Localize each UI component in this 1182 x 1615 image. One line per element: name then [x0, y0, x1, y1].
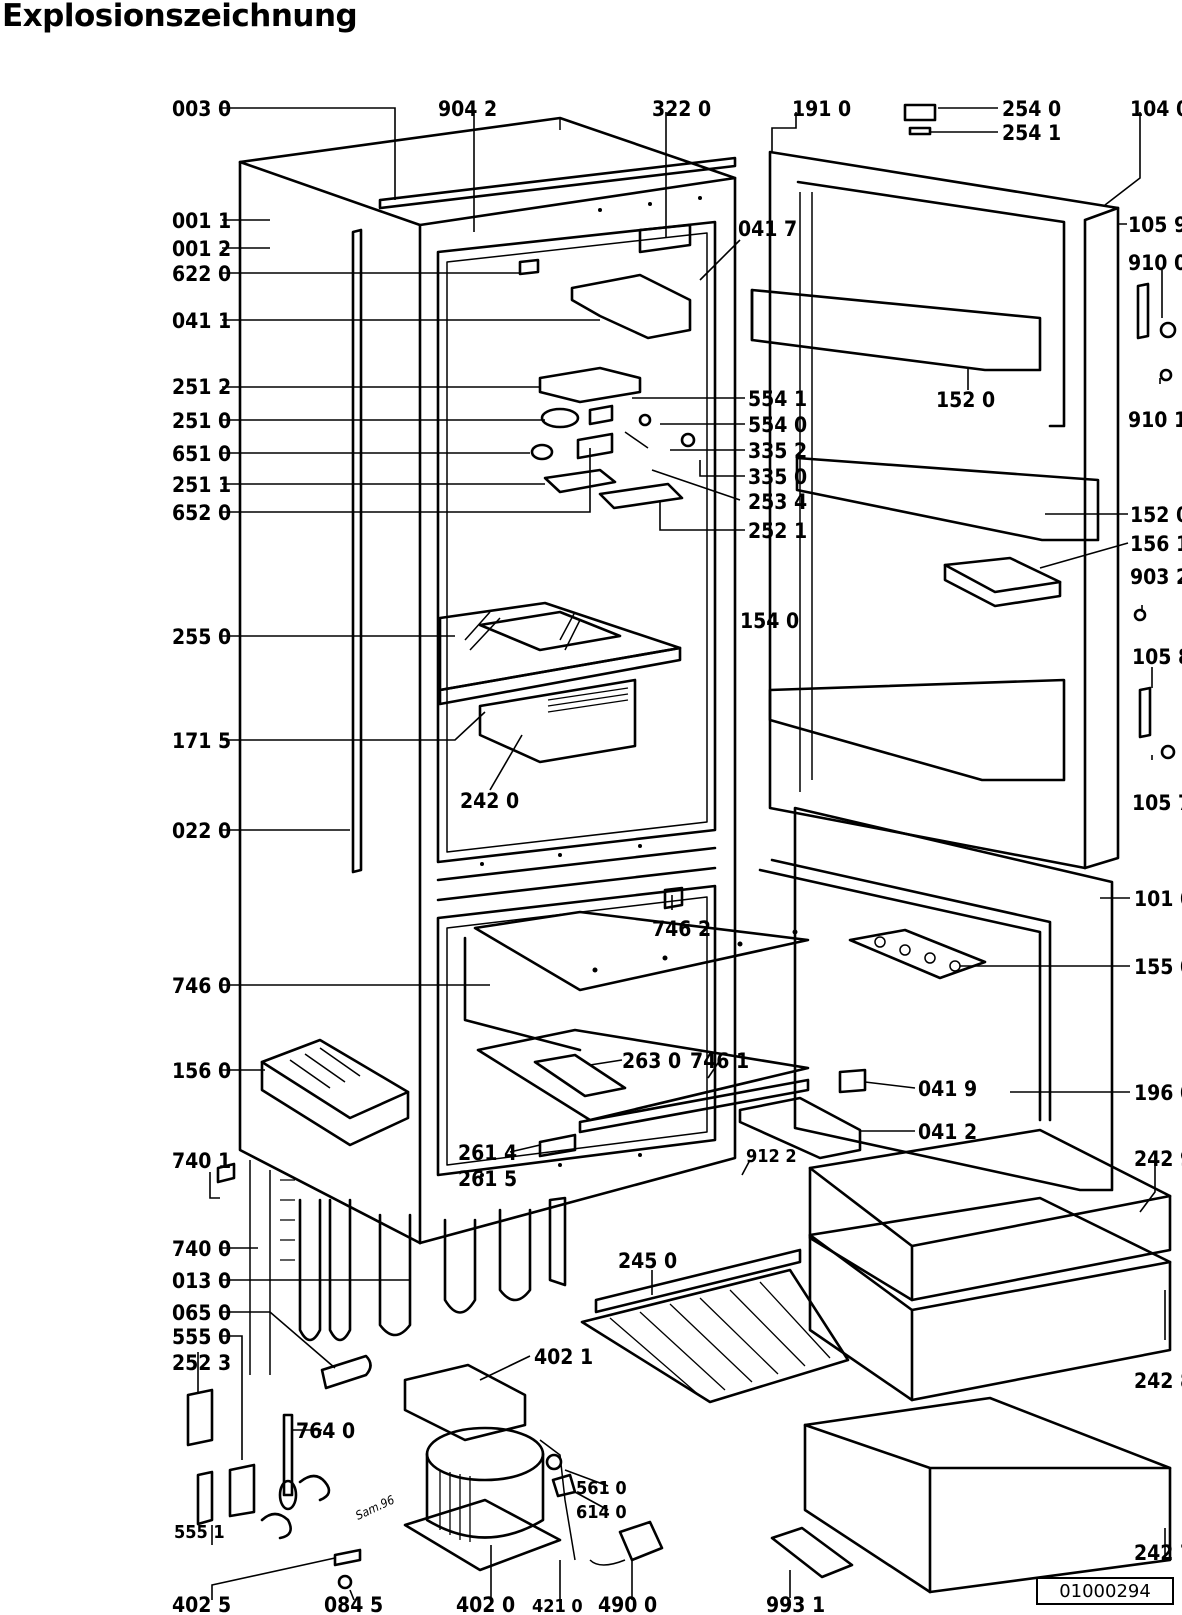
callout-label: 746 1	[690, 1049, 749, 1073]
callout-label: 242 7	[1134, 1541, 1182, 1565]
callout-label: 251 1	[172, 473, 231, 497]
callout-label: 614 0	[576, 1502, 627, 1523]
callout-label: 910 0	[1128, 251, 1182, 275]
callout-label: 022 0	[172, 819, 231, 843]
callout-label: 255 0	[172, 625, 231, 649]
callout-label: 402 5	[172, 1593, 231, 1615]
callout-label: 254 0	[1002, 97, 1061, 121]
callout-label: 105 9	[1128, 213, 1182, 237]
callout-label: 335 2	[748, 439, 807, 463]
callout-label: 155 0	[1134, 955, 1182, 979]
callout-label: 402 0	[456, 1593, 515, 1615]
callout-label: 156 0	[172, 1059, 231, 1083]
callout-label: 041 1	[172, 309, 231, 333]
callout-label: 322 0	[652, 97, 711, 121]
callout-label: 764 0	[296, 1419, 355, 1443]
callout-label: 904 2	[438, 97, 497, 121]
wire-shelf	[580, 1248, 850, 1404]
callout-label: 156 1	[1130, 532, 1182, 556]
callout-label: 490 0	[598, 1593, 657, 1615]
callout-label: 001 1	[172, 209, 231, 233]
lower-shelf-assembly	[463, 886, 810, 1158]
callout-label: 740 0	[172, 1237, 231, 1261]
leader-lines	[197, 107, 1166, 1601]
callout-label: 261 4	[458, 1141, 517, 1165]
callout-label: 554 0	[748, 413, 807, 437]
callout-label: 652 0	[172, 501, 231, 525]
ice-tray	[260, 1038, 410, 1147]
callout-label: 402 1	[534, 1345, 593, 1369]
callout-label: 105 8	[1132, 645, 1182, 669]
callout-label: 041 7	[738, 217, 797, 241]
callout-label: 242 9	[1134, 1147, 1182, 1171]
callout-label: 001 2	[172, 237, 231, 261]
callout-label: 740 1	[172, 1149, 231, 1173]
lower-door	[738, 806, 1114, 1192]
crisper-drawers	[803, 1128, 1172, 1594]
callout-label: 251 0	[172, 409, 231, 433]
callout-label: 555 1	[174, 1522, 225, 1543]
callout-label: 254 1	[1002, 121, 1061, 145]
callout-label: 242 0	[460, 789, 519, 813]
callout-label: 101 0	[1134, 887, 1182, 911]
callout-label: 171 5	[172, 729, 231, 753]
callout-label: 746 2	[652, 917, 711, 941]
callout-label: 152 0	[936, 388, 995, 412]
callout-label: 261 5	[458, 1167, 517, 1191]
callout-label: 253 4	[748, 490, 807, 514]
callout-label: 003 0	[172, 97, 231, 121]
document-number: 01000294	[1036, 1577, 1174, 1605]
freezer-drawer	[438, 601, 682, 764]
callout-label: 421 0	[532, 1596, 583, 1615]
callout-label: 263 0	[622, 1049, 681, 1073]
control-assembly	[518, 223, 696, 510]
callout-label: 084 5	[324, 1593, 383, 1615]
callout-label: 242 8	[1134, 1369, 1182, 1393]
callout-label: 105 7	[1132, 791, 1182, 815]
callout-label: 555 0	[172, 1325, 231, 1349]
callout-label: 191 0	[792, 97, 851, 121]
page-title: Explosionszeichnung	[2, 0, 358, 34]
callout-label: 041 9	[918, 1077, 977, 1101]
callout-label: 993 1	[766, 1593, 825, 1615]
callout-label: 154 0	[740, 609, 799, 633]
callout-label: 252 1	[748, 519, 807, 543]
callout-label: 013 0	[172, 1269, 231, 1293]
hinge-parts	[1133, 282, 1177, 760]
callout-label: 561 0	[576, 1478, 627, 1499]
callout-label: 912 2	[746, 1146, 797, 1167]
callout-label: 196 0	[1134, 1081, 1182, 1105]
callout-label: 651 0	[172, 442, 231, 466]
callout-label: 910 1	[1128, 408, 1182, 432]
callout-label: 041 2	[918, 1120, 977, 1144]
callout-label: 251 2	[172, 375, 231, 399]
callout-label: 245 0	[618, 1249, 677, 1273]
callout-label: 746 0	[172, 974, 231, 998]
author-mark: Sam.96	[353, 1493, 396, 1523]
callout-label: 335 0	[748, 465, 807, 489]
callout-label: 903 2	[1130, 565, 1182, 589]
condenser-and-compressor	[186, 1160, 854, 1590]
callout-label: 554 1	[748, 387, 807, 411]
callout-label: 622 0	[172, 262, 231, 286]
callout-label: 065 0	[172, 1301, 231, 1325]
callout-labels: 003 0 904 2 322 0 191 0 254 0 104 0 254 …	[172, 97, 1182, 1615]
callout-label: 152 0	[1130, 503, 1182, 527]
cabinet-body	[238, 116, 737, 1245]
callout-label: 252 3	[172, 1351, 231, 1375]
callout-label: 104 0	[1130, 97, 1182, 121]
upper-door	[750, 103, 1120, 870]
